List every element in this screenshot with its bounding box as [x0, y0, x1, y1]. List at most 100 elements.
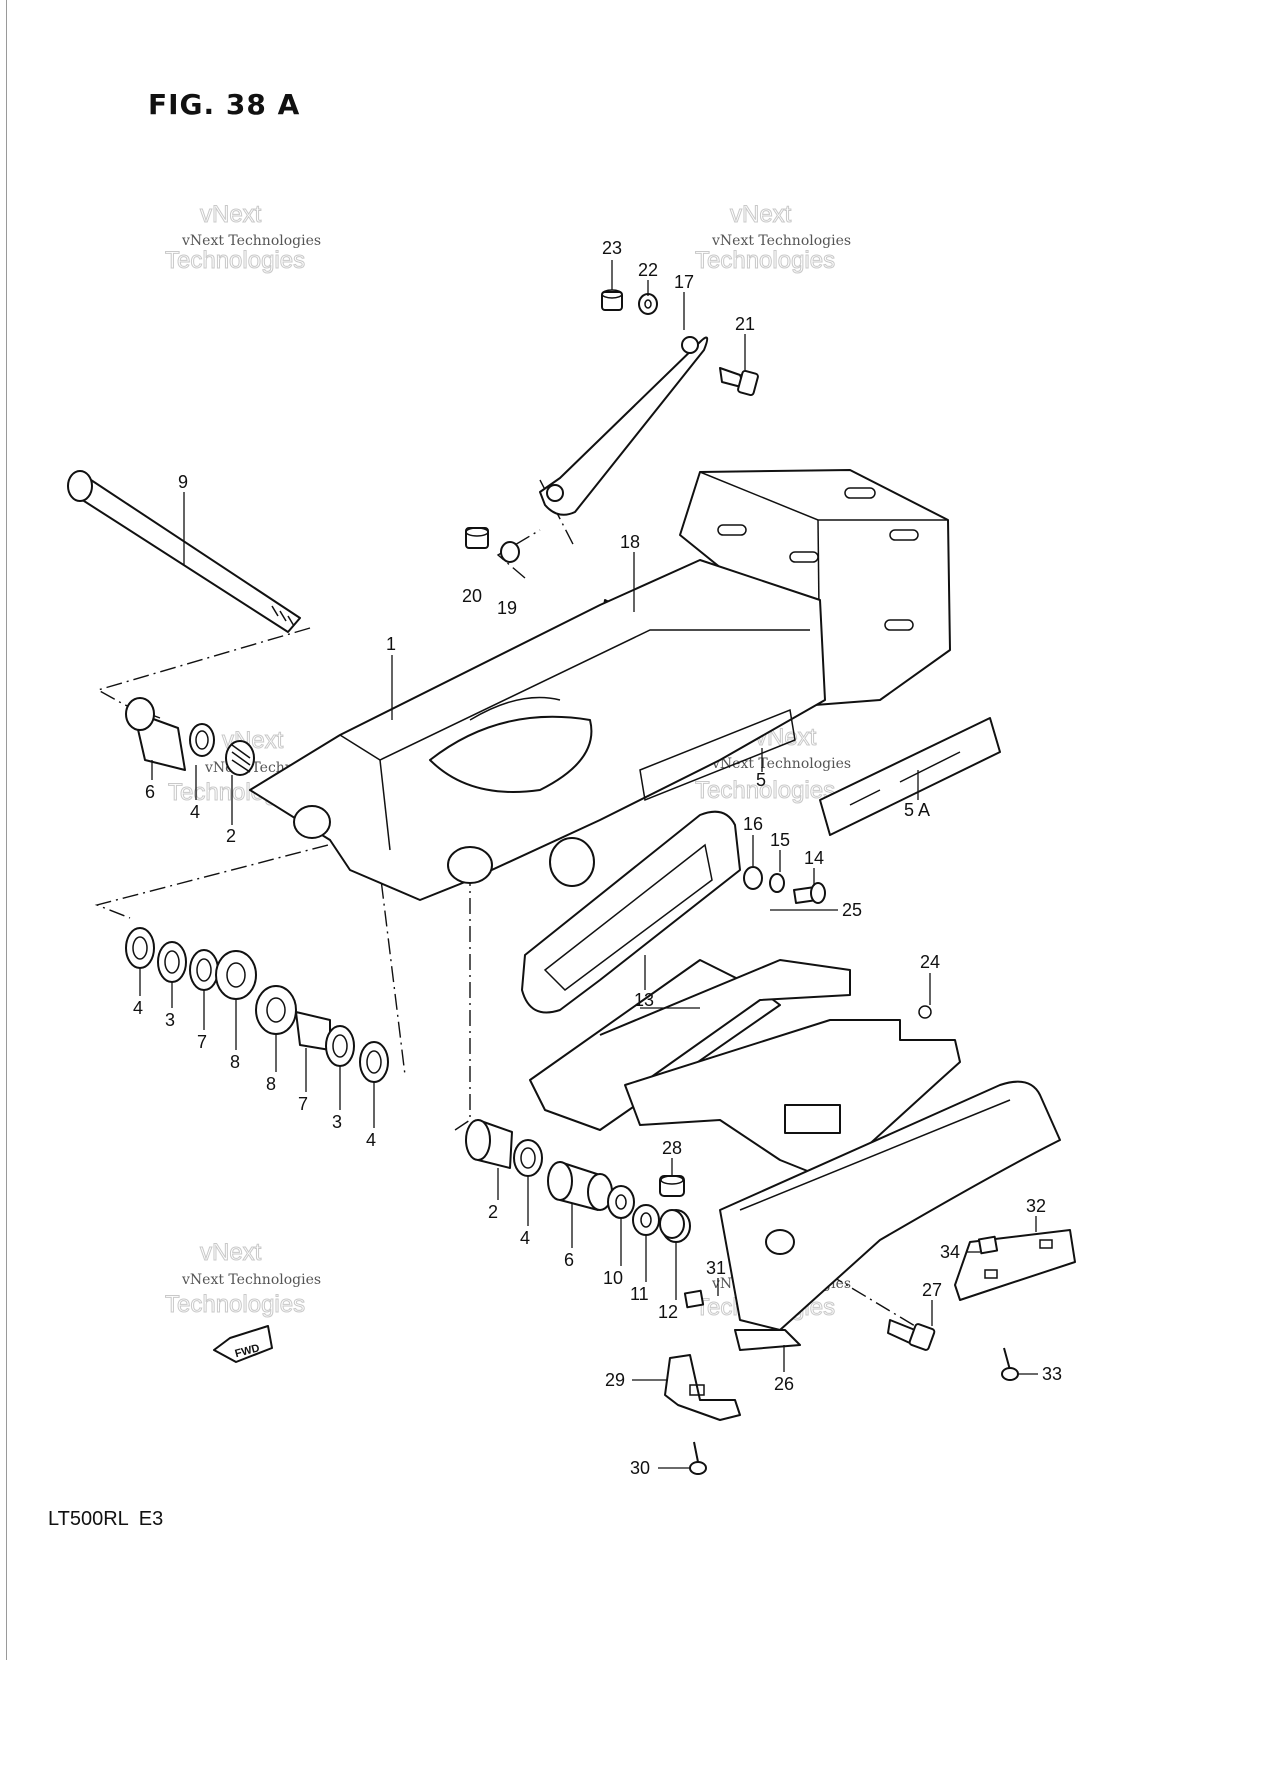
callout-32: 32 — [1026, 1196, 1046, 1216]
callout-4-lower-c: 4 — [520, 1228, 530, 1248]
callout-23: 23 — [602, 238, 622, 258]
model-code-label: LT500RL E3 — [48, 1508, 173, 1531]
callout-25: 25 — [842, 900, 862, 920]
watermark-brand-sub: Technologies — [165, 247, 305, 274]
part-12-cap — [659, 1209, 691, 1243]
phantom-line-axle-left — [96, 627, 311, 719]
watermark-text: vNext Technologies — [181, 1272, 321, 1288]
part-10-washer — [607, 1185, 635, 1219]
part-2-bearing-lower — [465, 1119, 513, 1169]
callout-20: 20 — [462, 586, 482, 606]
callout-11: 11 — [630, 1284, 649, 1304]
part-25-plate — [529, 959, 851, 1131]
callout-31: 31 — [706, 1258, 726, 1278]
callout-14: 14 — [804, 848, 824, 868]
callout-5: 5 — [756, 770, 766, 790]
callout-27: 27 — [922, 1280, 942, 1300]
watermark-top-left: vNext vNext Technologies Technologies — [165, 201, 322, 275]
part-14-bolt — [793, 882, 826, 904]
watermark-mid-right: vNext vNext Technologies Technologies — [695, 724, 852, 805]
part-32-guard — [954, 1229, 1076, 1301]
forward-direction-arrow: FWD — [213, 1325, 273, 1363]
part-15-washer — [769, 873, 785, 893]
part-24-bracket — [624, 1005, 961, 1181]
phantom-line-pivot-right — [377, 854, 406, 1076]
part-6-bush-lower — [547, 1161, 613, 1211]
phantom-line-bush-left — [94, 837, 356, 919]
callout-12: 12 — [658, 1302, 678, 1322]
part-3-collar-lower-b — [325, 1025, 355, 1067]
callout-5a: 5 A — [904, 800, 930, 820]
part-21-bolt — [719, 367, 759, 397]
callout-24: 24 — [920, 952, 940, 972]
part-4-seal-upper — [189, 723, 215, 757]
part-23-nut — [601, 289, 623, 311]
phantom-line-19-20 — [496, 529, 541, 579]
part-6-bush-upper — [125, 697, 186, 771]
watermark-brand-sub: Technologies — [695, 777, 835, 804]
callout-leader-lines — [139, 260, 1038, 1469]
callout-9: 9 — [178, 472, 188, 492]
callout-4-lower-b: 4 — [366, 1130, 376, 1150]
part-5a-decal — [819, 717, 1001, 836]
part-27-bolt — [887, 1319, 936, 1351]
part-9-pivot-shaft — [67, 470, 301, 633]
callout-3-lower-a: 3 — [165, 1010, 175, 1030]
callout-22: 22 — [638, 260, 658, 280]
callout-15: 15 — [770, 830, 790, 850]
part-19-washer — [500, 541, 520, 563]
phantom-line-bush-right — [454, 870, 471, 1131]
callout-18: 18 — [620, 532, 640, 552]
callout-6-lower: 6 — [564, 1250, 574, 1270]
watermark-brand: vNext — [730, 201, 792, 228]
callout-1: 1 — [386, 634, 396, 654]
part-3-collar-lower-a — [157, 941, 187, 983]
watermark-brand: vNext — [200, 1239, 262, 1266]
callout-10: 10 — [603, 1268, 623, 1288]
callout-labels: 23 22 17 21 9 20 19 18 1 6 4 2 5 5 A 16 … — [133, 238, 1062, 1478]
callout-26: 26 — [774, 1374, 794, 1394]
part-7-spacer-lower-a — [189, 949, 219, 991]
callout-8-lower-a: 8 — [230, 1052, 240, 1072]
part-22-washer — [638, 293, 658, 315]
part-28-nut — [659, 1175, 685, 1197]
watermark-top-right: vNext vNext Technologies Technologies — [695, 201, 852, 275]
part-20-nut — [465, 527, 489, 549]
callout-16: 16 — [743, 814, 763, 834]
part-16-washer — [743, 866, 763, 890]
callout-34: 34 — [940, 1242, 960, 1262]
figure-title: FIG. 38 A — [148, 88, 301, 121]
callout-29: 29 — [605, 1370, 625, 1390]
callout-4-lower-a: 4 — [133, 998, 143, 1018]
scan-margin-line — [6, 0, 7, 1660]
part-4-seal-lower-b — [359, 1041, 389, 1083]
watermark-brand: vNext — [200, 201, 262, 228]
part-4-seal-lower-c — [513, 1139, 543, 1177]
model-region: E3 — [138, 1508, 164, 1530]
part-30-screw — [689, 1441, 707, 1475]
callout-13: 13 — [634, 990, 654, 1010]
callout-6-upper: 6 — [145, 782, 155, 802]
callout-4-upper: 4 — [190, 802, 200, 822]
callout-19: 19 — [497, 598, 517, 618]
callout-21: 21 — [735, 314, 755, 334]
callout-17: 17 — [674, 272, 694, 292]
callout-7-lower-a: 7 — [197, 1032, 207, 1052]
part-34-nut — [977, 1235, 999, 1255]
watermark-text: vNext Technologies — [181, 233, 321, 249]
watermark-brand-sub: Technologies — [695, 247, 835, 274]
callout-2-upper: 2 — [226, 826, 236, 846]
callout-2-lower: 2 — [488, 1202, 498, 1222]
part-8-washer-lower-b — [255, 985, 297, 1035]
callout-28: 28 — [662, 1138, 682, 1158]
watermark-brand-sub: Technologies — [165, 1291, 305, 1318]
watermark-bottom-left: vNext vNext Technologies Technologies — [165, 1239, 322, 1319]
model-name: LT500RL — [48, 1508, 129, 1530]
watermark-text: vNext Technologies — [711, 756, 851, 772]
part-8-washer-lower-a — [215, 950, 257, 1000]
callout-7-lower-b: 7 — [298, 1094, 308, 1114]
part-1-swing-arm — [249, 469, 951, 901]
callout-3-lower-b: 3 — [332, 1112, 342, 1132]
